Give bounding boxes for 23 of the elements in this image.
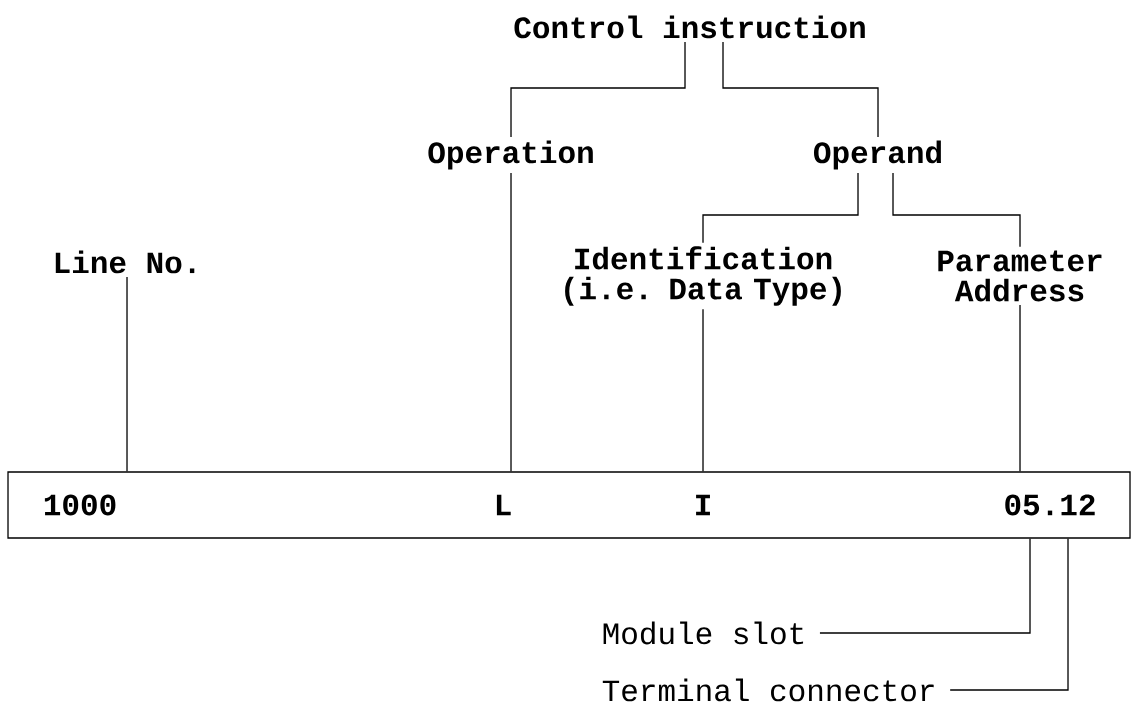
callout-text: Module slot	[603, 621, 804, 645]
leader-line	[819, 538, 1031, 634]
field-value: 1000	[44, 494, 116, 516]
label-text: Operand	[814, 140, 941, 170]
connector-line	[126, 276, 128, 472]
connector-line	[702, 308, 704, 472]
connector-line	[702, 172, 859, 244]
connector-line	[510, 172, 512, 472]
leader-line	[949, 538, 1069, 691]
connector-line	[892, 172, 1021, 248]
label-text: Control instruction	[514, 15, 865, 39]
connector-line	[510, 41, 686, 138]
label-text: Line No.	[55, 250, 195, 274]
connector-line	[722, 41, 879, 138]
label-text: Parameter Address	[938, 250, 1102, 302]
callout-text: Terminal connector	[602, 678, 934, 702]
label-text: Operation	[428, 140, 593, 170]
connector-line	[1019, 304, 1021, 472]
instruction-box	[7, 471, 1131, 539]
field-value: L	[496, 494, 511, 516]
field-value: 05.12	[1005, 494, 1095, 516]
field-value: I	[696, 494, 710, 516]
label-text: Identification (i.e. Data Type)	[565, 246, 841, 306]
